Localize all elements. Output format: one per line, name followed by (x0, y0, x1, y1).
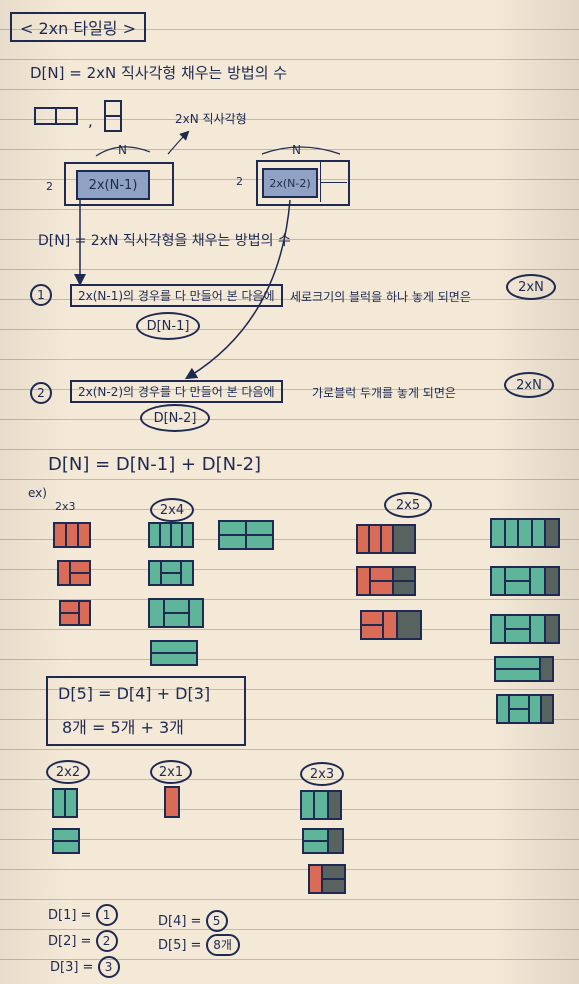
tiling-2x4-c (148, 598, 204, 628)
definition-line: D[N] = 2xN 직사각형 채우는 방법의 수 (30, 64, 288, 82)
tiling-2x5-d (490, 518, 560, 548)
case1-sub: D[N-1] (136, 312, 200, 340)
case1-rest: 세로크기의 블럭을 하나 놓게 되면은 (290, 290, 471, 304)
value-d2: D[2] = 2 (48, 930, 118, 952)
tiling-2x3-c (59, 600, 91, 626)
case2-sub: D[N-2] (140, 404, 210, 432)
tiling-2x5-b (356, 566, 416, 596)
tiling-2x5-a (356, 524, 416, 554)
tiling-2x5-g (494, 656, 554, 682)
summary-line2: 8개 = 5개 + 3개 (62, 718, 184, 737)
tiling-2x3-b (57, 560, 91, 586)
horizontal-block (34, 107, 78, 125)
value-d4: D[4] = 5 (158, 910, 228, 932)
tiling-2x1 (164, 786, 180, 818)
summary-line1: D[5] = D[4] + D[3] (58, 684, 211, 703)
vertical-block (104, 100, 122, 132)
two-label-left: 2 (46, 180, 53, 193)
tiling-2x5-f (490, 614, 560, 644)
value-d3: D[3] = 3 (50, 956, 120, 978)
case1-boxed: 2x(N-1)의 경우를 다 만들어 본 다음에 (70, 284, 283, 307)
definition-line-2: D[N] = 2xN 직사각형을 채우는 방법의 수 (38, 233, 291, 249)
case2-rest: 가로블럭 두개를 놓게 되면은 (312, 386, 456, 400)
tiling-2x3-d (300, 790, 342, 820)
label-2x3-top: 2x3 (55, 500, 76, 513)
label-2x3-bottom: 2x3 (300, 762, 344, 786)
label-2x4: 2x4 (150, 498, 194, 522)
page-title: < 2xn 타일링 > (10, 12, 147, 42)
recurrence: D[N] = D[N-1] + D[N-2] (48, 454, 262, 475)
rect-2xn-right: 2x(N-2) (256, 160, 350, 206)
value-d1: D[1] = 1 (48, 904, 118, 926)
tiling-2x4-a (148, 522, 194, 548)
label-2x2: 2x2 (46, 760, 90, 784)
tiling-2x3-f (308, 864, 346, 894)
tiling-2x5-c (360, 610, 422, 640)
rect-2xn-left: 2x(N-1) (64, 162, 174, 206)
tiling-2x4-e (218, 520, 274, 550)
label-2x5: 2x5 (384, 492, 432, 518)
case2-oval: 2xN (504, 372, 554, 398)
case2-number: 2 (30, 382, 52, 404)
tiling-2x4-d (150, 640, 198, 666)
rect-label: 2xN 직사각형 (175, 112, 247, 126)
tiling-2x5-h (496, 694, 554, 724)
tiling-2x5-e (490, 566, 560, 596)
n-label-right: N (292, 143, 301, 157)
label-2x1: 2x1 (150, 760, 192, 784)
summary-box: D[5] = D[4] + D[3] 8개 = 5개 + 3개 (46, 676, 246, 746)
ex-label: ex) (28, 486, 47, 500)
tiling-2x2-a (52, 788, 78, 818)
sub-rect-n-1: 2x(N-1) (76, 170, 150, 200)
tiling-2x3-e (302, 828, 344, 854)
case1-oval: 2xN (506, 274, 556, 300)
case1-number: 1 (30, 284, 52, 306)
sub-rect-n-2: 2x(N-2) (262, 168, 318, 198)
tiling-2x2-b (52, 828, 80, 854)
tiling-2x3-a (53, 522, 91, 548)
two-label-right: 2 (236, 175, 243, 188)
tiling-2x4-b (148, 560, 194, 586)
case2-boxed: 2x(N-2)의 경우를 다 만들어 본 다음에 (70, 380, 283, 403)
value-d5: D[5] = 8개 (158, 934, 240, 956)
n-label-left: N (118, 143, 127, 157)
